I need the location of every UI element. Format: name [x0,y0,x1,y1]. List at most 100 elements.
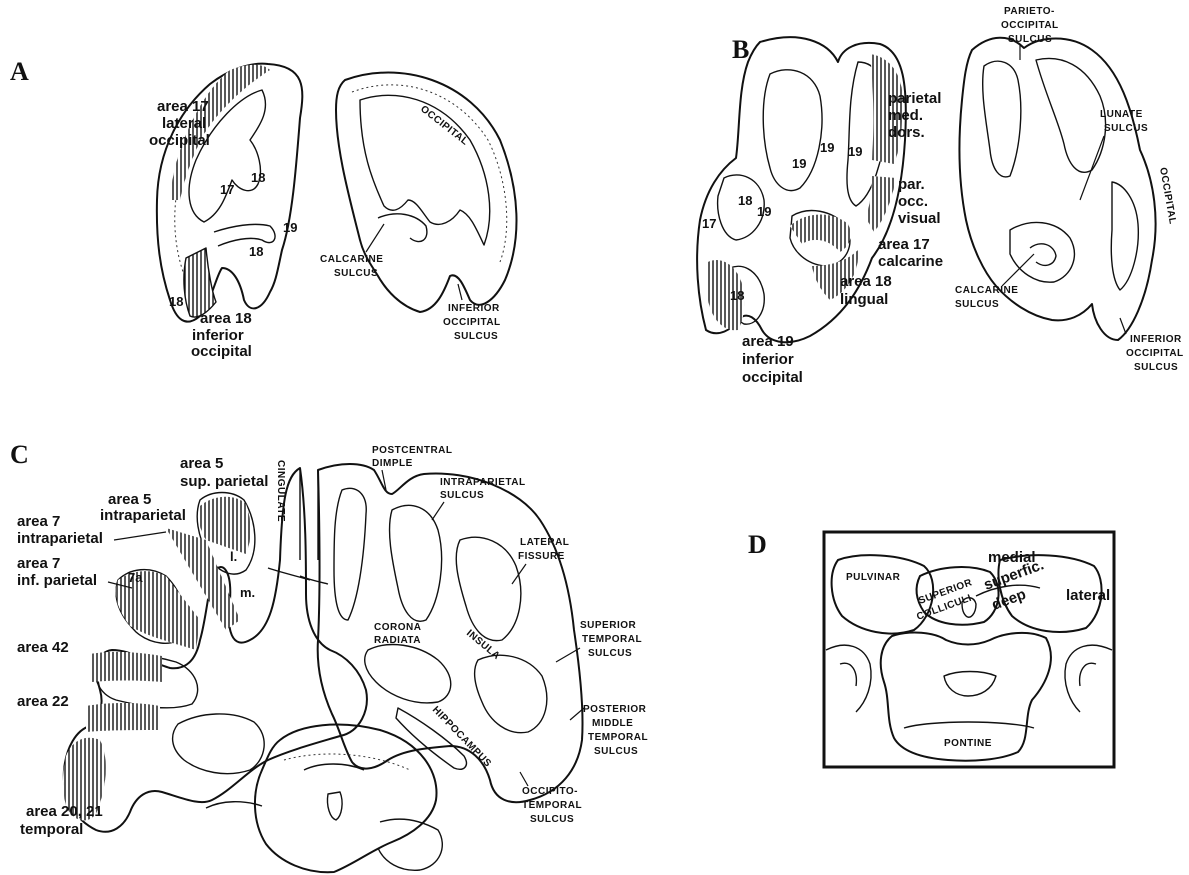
panel-d-ventricle [944,672,996,697]
panel-b-calcarine-l1: CALCARINE [955,285,1018,296]
panel-a-num-18b: 18 [249,244,263,259]
panel-a-area18-l1: area 18 [200,310,252,327]
panel-b-parocc-sulcus-l2: OCCIPITAL [1001,20,1059,31]
panel-c-m: m. [240,585,255,600]
panel-c-area7intra-l2: intraparietal [17,530,103,547]
panel-a-inferior-l3: SULCUS [454,331,498,342]
panel-b-inferior-l3: SULCUS [1134,362,1178,373]
panel-c-area5sup-l1: area 5 [180,455,223,472]
panel-b-parocc-sulcus-l1: PARIETO- [1004,6,1055,17]
panel-c-right-gyrus3 [456,537,521,640]
panel-d: D medial lateral PULVINAR SUPERIOR COLLI… [748,530,1114,767]
panel-b-parocc-sulcus-l3: SULCUS [1008,34,1052,45]
panel-b-area19-l1: area 19 [742,333,794,350]
panel-b-lunate-pointer [1080,136,1104,200]
panel-c-area5sup-l2: sup. parietal [180,473,268,490]
panel-b-area18-l2: lingual [840,291,888,308]
panel-c-corona-l2: RADIATA [374,635,421,646]
panel-c-pmt-l1: POSTERIOR [583,704,647,715]
panel-c-occtemp-l3: SULCUS [530,814,574,825]
panel-c-hippocampus-label: HIPPOCAMPUS [430,704,493,769]
panel-b-area17-hatch [790,214,851,252]
panel-a-right-calc [378,214,427,242]
panel-a-inferior-l1: INFERIOR [448,303,500,314]
panel-c-7a: 7a [128,570,143,585]
panel-b-right-inner2 [1036,59,1106,173]
panel-b-num-17: 17 [702,216,716,231]
panel-c-occtemp-l1: OCCIPITO- [522,786,578,797]
panel-c-suptemp-pointer [556,648,580,662]
panel-b-parietal-l2: med. [888,107,923,124]
panel-a-area17-l3: occipital [149,132,210,149]
panel-d-letter: D [748,530,767,559]
panel-a-calcarine-pointer [366,224,384,252]
panel-c-area42-hatch [90,652,162,682]
panel-b-parocc-l1: par. [898,176,925,193]
panel-b-num-18a: 18 [738,193,752,208]
panel-a: A area 17 lateral occipital area 18 infe… [10,57,516,360]
panel-c-pmt-l3: TEMPORAL [588,732,648,743]
panel-b-num-19d: 19 [757,204,771,219]
panel-a-calcarine-l1: CALCARINE [320,254,383,265]
panel-c-area5intra-l2: intraparietal [100,507,186,524]
panel-b-area19-l3: occipital [742,369,803,386]
panel-a-num-18a: 18 [251,170,265,185]
panel-c-intraparietal-l2: SULCUS [440,490,484,501]
panel-b-parietal-l1: parietal [888,90,941,107]
panel-c-l: l. [230,549,237,564]
panel-c-brainstem-inner [304,764,364,820]
panel-b-parocc-hatch [866,176,896,232]
panel-d-pontine-line [904,722,1034,728]
panel-b-area17-l1: area 17 [878,236,930,253]
panel-c-corona-l1: CORONA [374,622,421,633]
panel-a-calcarine-l2: SULCUS [334,268,378,279]
panel-b: B PARIETO- OCCIPITAL SULCUS parietal med… [697,6,1184,386]
panel-b-lunate-l1: LUNATE [1100,109,1143,120]
panel-c-right-hemisphere [318,464,583,802]
panel-c-right-gyrus1 [334,488,366,620]
panel-b-inferior-l2: OCCIPITAL [1126,348,1184,359]
panel-c-postcentral-l2: DIMPLE [372,458,413,469]
panel-b-calcarine-l2: SULCUS [955,299,999,310]
panel-a-occipital: OCCIPITAL [418,104,470,148]
panel-c-brainstem-dots [284,754,410,770]
panel-b-area18-l1: area 18 [840,273,892,290]
panel-c-letter: C [10,440,29,469]
panel-b-occipital: OCCIPITAL [1157,167,1178,226]
panel-c-intraparietal-l1: INTRAPARIETAL [440,477,526,488]
panel-c-cingulate: CINGULATE [275,460,286,522]
panel-b-num-19c: 19 [848,144,862,159]
panel-c-occtemp-l2: TEMPORAL [522,800,582,811]
panel-b-lunate-l2: SULCUS [1104,123,1148,134]
panel-c: C area 5 sup. parietal area 5 [10,440,648,872]
panel-c-area7inf-l1: area 7 [17,555,60,572]
panel-b-parocc-l2: occ. [898,193,928,210]
panel-a-area17-l1: area 17 [157,98,209,115]
panel-b-calcarine-pointer [1002,254,1034,286]
panel-c-insula: INSULA [464,628,502,662]
panel-c-left-gyrus4 [173,714,265,774]
panel-a-inferior-pointer [458,284,462,300]
panel-c-postcentral-l1: POSTCENTRAL [372,445,453,456]
panel-c-suptemp-l2: TEMPORAL [582,634,642,645]
panel-a-area17-l2: lateral [162,115,206,132]
panel-b-letter: B [732,35,749,64]
panel-c-area22-hatch [86,703,160,732]
panel-c-lateral-pointer [512,564,526,584]
panel-c-midline [300,468,318,560]
panel-b-left-inner1 [763,70,822,191]
panel-b-num-18b: 18 [730,288,744,303]
panel-b-inferior-pointer [1120,318,1126,334]
panel-a-left-sulcus [214,224,275,246]
panel-c-right-gyrus2 [390,505,442,621]
panel-b-inferior-l1: INFERIOR [1130,334,1182,345]
panel-c-area42: area 42 [17,639,69,656]
panel-a-inferior-l2: OCCIPITAL [443,317,501,328]
panel-b-area17-l2: calcarine [878,253,943,270]
panel-d-right-lobe [1065,645,1112,712]
panel-c-suptemp-l1: SUPERIOR [580,620,637,631]
panel-c-right-gyrus5 [475,655,547,732]
panel-a-num-17: 17 [220,182,234,197]
panel-c-area22: area 22 [17,693,69,710]
panel-c-pmt-l2: MIDDLE [592,718,633,729]
